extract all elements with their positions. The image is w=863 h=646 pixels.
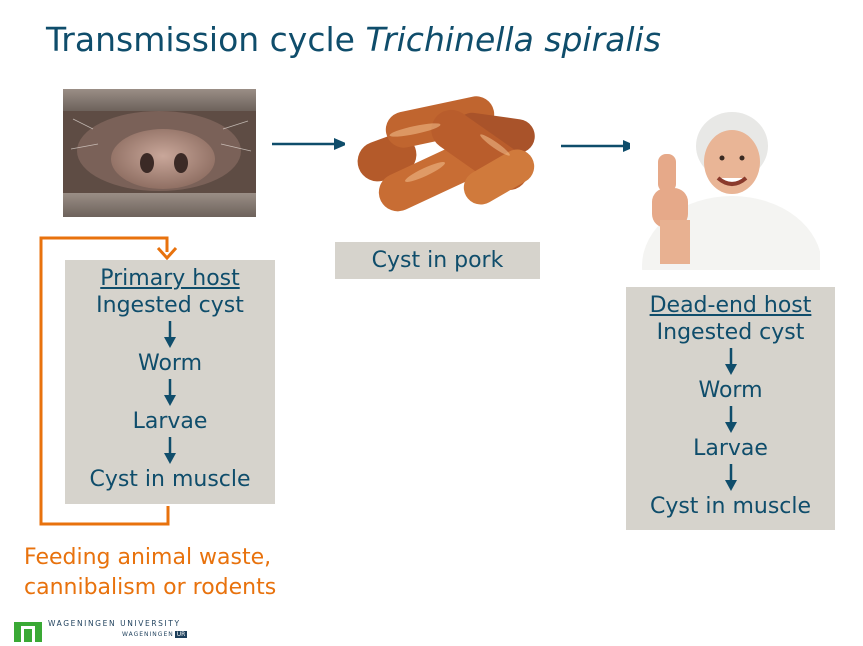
dead-end-host-heading: Dead-end host	[649, 293, 812, 318]
elderly-woman-photo	[630, 88, 820, 270]
logo-university-name: WAGENINGEN UNIVERSITY	[48, 619, 181, 628]
cyst-in-pork-label: Cyst in pork	[371, 248, 504, 273]
feeding-note: Feeding animal waste, cannibalism or rod…	[24, 543, 276, 603]
title-prefix: Transmission cycle	[46, 20, 355, 59]
slide-title: Transmission cycle Trichinella spiralis	[46, 20, 661, 59]
dead-end-step-worm: Worm	[698, 378, 763, 403]
pig-photo	[63, 89, 256, 217]
down-arrow-icon	[626, 462, 835, 493]
cyst-in-pork-box: Cyst in pork	[335, 242, 540, 279]
down-arrow-icon	[65, 377, 275, 408]
dead-end-step-larvae: Larvae	[693, 436, 768, 461]
feeding-note-line-2: cannibalism or rodents	[24, 575, 277, 600]
dead-end-host-box: Dead-end host Ingested cyst Worm Larvae …	[626, 287, 835, 530]
arrow-pork-to-human	[561, 140, 637, 152]
primary-host-box: Primary host Ingested cyst Worm Larvae C…	[65, 260, 275, 504]
sausages-photo	[345, 90, 553, 230]
primary-step-larvae: Larvae	[132, 409, 208, 434]
down-arrow-icon	[65, 319, 275, 350]
feeding-note-line-1: Feeding animal waste,	[24, 545, 272, 570]
arrow-pig-to-pork	[272, 138, 348, 150]
title-species: Trichinella spiralis	[365, 20, 661, 59]
down-arrow-icon	[626, 404, 835, 435]
down-arrow-icon	[626, 346, 835, 377]
primary-step-ingested-cyst: Ingested cyst	[96, 293, 244, 318]
primary-host-heading: Primary host	[100, 266, 240, 291]
logo-sub-name: WAGENINGEN	[122, 631, 174, 638]
primary-step-worm: Worm	[137, 351, 202, 376]
logo-ur-badge: UR	[174, 631, 188, 638]
dead-end-step-cyst-in-muscle: Cyst in muscle	[649, 494, 812, 519]
feeding-loop-arrow	[39, 236, 178, 526]
wageningen-logo-icon	[14, 622, 42, 642]
down-arrow-icon	[65, 435, 275, 466]
dead-end-step-ingested-cyst: Ingested cyst	[656, 320, 805, 345]
primary-step-cyst-in-muscle: Cyst in muscle	[89, 467, 251, 492]
